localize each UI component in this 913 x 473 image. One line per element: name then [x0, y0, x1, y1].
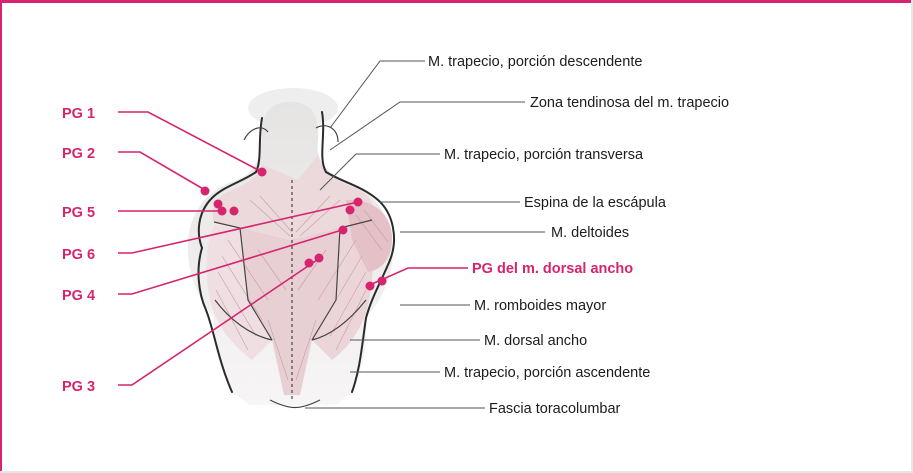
torso-illustration: [188, 88, 394, 408]
pg4-label: PG 4: [62, 288, 95, 304]
label-romboides-mayor: M. romboides mayor: [474, 298, 606, 314]
pg2-dot: [201, 187, 210, 196]
pg6-label: PG 6: [62, 247, 95, 263]
pg3-dot: [315, 254, 324, 263]
pg-labels: PG 1 PG 2 PG 5 PG 6 PG 4 PG 3: [62, 106, 95, 395]
label-fascia-toracolumbar: Fascia toracolumbar: [489, 401, 621, 417]
label-trapecio-descendente: M. trapecio, porción descendente: [428, 54, 642, 70]
pg-dorsal-dot: [366, 282, 375, 291]
pg-dorsal-dot-b: [378, 277, 387, 286]
pg5-dot-b: [230, 207, 239, 216]
label-zona-tendinosa: Zona tendinosa del m. trapecio: [530, 95, 729, 111]
label-trapecio-transversa: M. trapecio, porción transversa: [444, 147, 644, 163]
label-pg-dorsal-ancho: PG del m. dorsal ancho: [472, 261, 633, 277]
pg3-dot-b: [305, 259, 314, 268]
pg1-label: PG 1: [62, 106, 95, 122]
pg5-dot: [218, 207, 227, 216]
anatomy-labels: M. trapecio, porción descendente Zona te…: [428, 54, 729, 417]
pg1-dot: [258, 168, 267, 177]
label-espina-escapula: Espina de la escápula: [524, 195, 667, 211]
ear-right: [316, 126, 338, 142]
label-deltoides: M. deltoides: [551, 225, 629, 241]
pg6-dot-b: [346, 206, 355, 215]
pg4-dot: [339, 226, 348, 235]
label-trapecio-ascendente: M. trapecio, porción ascendente: [444, 365, 650, 381]
pg6-dot: [354, 198, 363, 207]
pg3-label: PG 3: [62, 379, 95, 395]
pg2-label: PG 2: [62, 146, 95, 162]
label-dorsal-ancho: M. dorsal ancho: [484, 333, 587, 349]
pg5-label: PG 5: [62, 205, 95, 221]
